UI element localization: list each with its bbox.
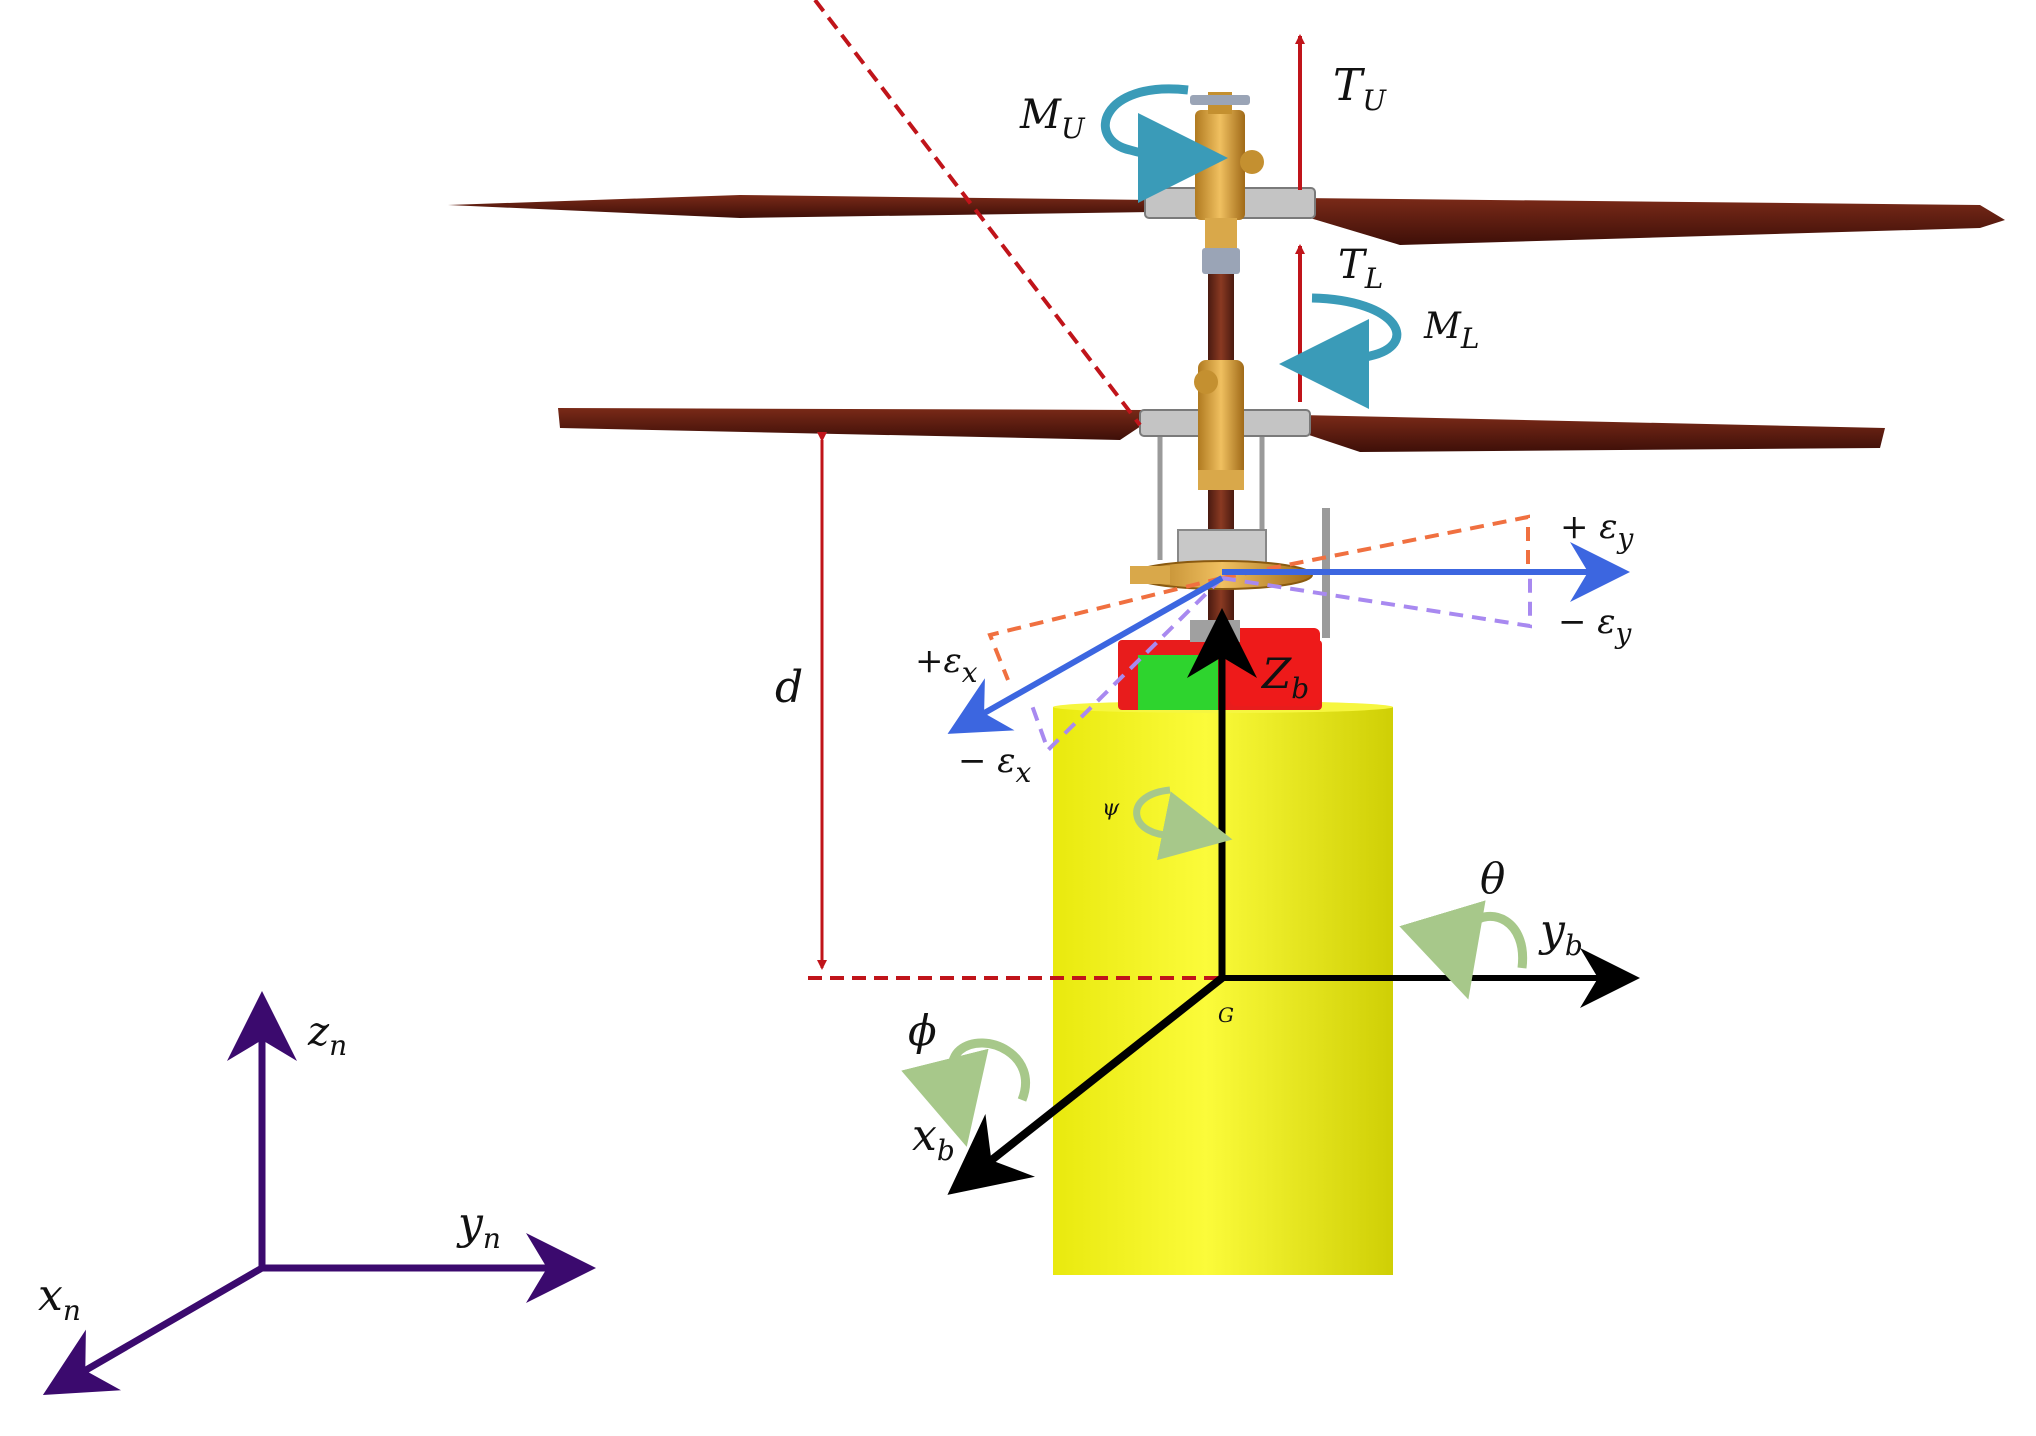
pitch-rotation-arrow bbox=[1399, 900, 1528, 1000]
rotor-distance-indicator bbox=[808, 0, 1225, 980]
upper-moment-label: MU bbox=[1019, 92, 1086, 145]
eps-y-plus-label: + εy bbox=[1560, 507, 1635, 555]
distance-label: d bbox=[775, 662, 803, 713]
eps-x-minus-dashed bbox=[1028, 576, 1224, 754]
nav-z-label: zn bbox=[307, 1009, 347, 1062]
yaw-rotation-arrow bbox=[1133, 786, 1233, 861]
body-y-label: yb bbox=[1538, 905, 1583, 962]
nav-y-label: yn bbox=[456, 1198, 501, 1255]
body-z-label: Zb bbox=[1260, 649, 1309, 705]
lower-moment-arrow bbox=[1279, 293, 1402, 409]
upper-moment-arrow bbox=[1100, 84, 1228, 203]
nav-x-axis-arrow bbox=[42, 1264, 264, 1396]
pitch-label: θ bbox=[1480, 854, 1505, 903]
lower-rotor bbox=[558, 360, 1885, 490]
lower-moment-label: ML bbox=[1423, 306, 1479, 355]
eps-y-plus-dashed bbox=[1221, 514, 1530, 580]
eps-x-minus-label: − εx bbox=[958, 741, 1032, 789]
eps-x-axis-arrow bbox=[947, 575, 1224, 734]
upper-thrust-label: TU bbox=[1333, 60, 1387, 117]
yaw-label: ψ bbox=[1102, 796, 1120, 821]
eps-x-plus-label: +εx bbox=[915, 641, 978, 689]
upper-rotor bbox=[448, 92, 2005, 248]
body-x-axis-arrow bbox=[947, 974, 1225, 1195]
roll-label: ϕ bbox=[908, 1006, 937, 1055]
lower-thrust-label: TL bbox=[1338, 242, 1383, 295]
eps-x-plus-dashed bbox=[987, 576, 1223, 681]
eps-y-minus-dashed bbox=[1221, 576, 1532, 629]
cg-label: G bbox=[1218, 1003, 1234, 1027]
nav-x-label: xn bbox=[38, 1270, 81, 1327]
body-x-label: xb bbox=[912, 1110, 955, 1167]
roll-rotation-arrow bbox=[901, 1038, 1030, 1147]
eps-y-minus-label: − εy bbox=[1558, 602, 1633, 650]
